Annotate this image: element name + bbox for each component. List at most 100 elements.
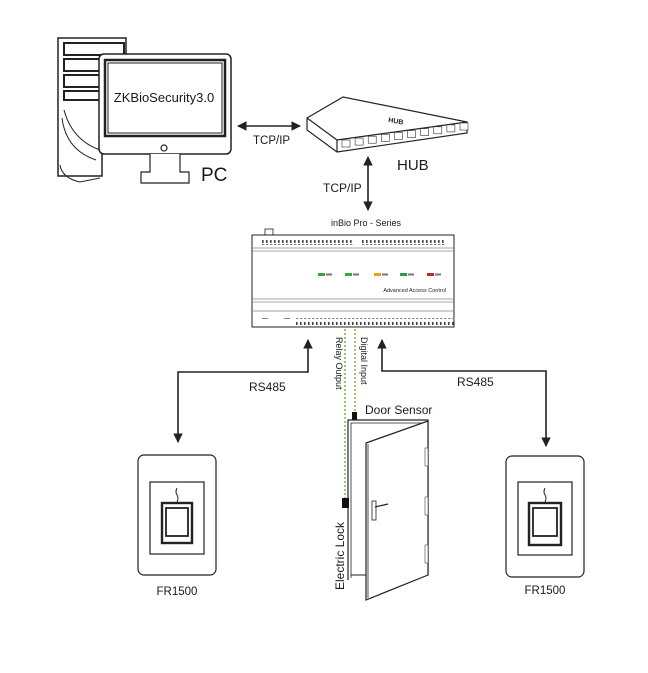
terminal-pin: [328, 322, 330, 325]
terminal-label-mark: [410, 244, 413, 245]
terminal-label-mark: [338, 244, 341, 245]
terminal-label-mark: [408, 318, 411, 319]
hub-port-icon: [394, 132, 403, 140]
digital-input-label: Digital Input: [359, 337, 369, 385]
terminal-label-mark: [440, 318, 443, 319]
terminal-label-mark: [412, 318, 415, 319]
terminal-label-mark: [406, 244, 409, 245]
electric-lock-label: Electric Lock: [333, 521, 347, 590]
led-4-icon: [400, 273, 407, 276]
terminal-label-mark: [312, 318, 315, 319]
hub-port-icon: [446, 124, 456, 133]
terminal-label-mark: [282, 244, 285, 245]
terminal-label-mark: [416, 318, 419, 319]
terminal-pin: [312, 322, 314, 325]
reader-left: FR1500: [137, 454, 217, 598]
terminal-pin: [356, 322, 358, 325]
terminal-pin: [422, 240, 424, 243]
terminal-label-mark: [404, 318, 407, 319]
terminal-pin: [362, 240, 364, 243]
terminal-pin: [420, 322, 422, 325]
terminal-label-mark: [294, 244, 297, 245]
terminal-pin: [370, 240, 372, 243]
led-4-caption: [408, 273, 414, 276]
terminal-pin: [442, 240, 444, 243]
terminal-pin: [350, 240, 352, 243]
terminal-label-mark: [378, 244, 381, 245]
terminal-pin: [326, 240, 328, 243]
terminal-pin: [290, 240, 292, 243]
terminal-label-mark: [362, 244, 365, 245]
terminal-label-mark: [340, 318, 343, 319]
terminal-label-mark: [304, 318, 307, 319]
terminal-label-mark: [448, 318, 451, 319]
led-1-caption: [326, 273, 332, 276]
terminal-pin: [374, 240, 376, 243]
terminal-label-mark: [414, 244, 417, 245]
terminal-label-mark: [420, 318, 423, 319]
electric-lock-icon: [342, 498, 349, 508]
terminal-label-mark: [452, 318, 455, 319]
door-handle-icon: [371, 500, 389, 521]
terminal-label-mark: [322, 244, 325, 245]
led-3-icon: [374, 273, 381, 276]
terminal-pin: [314, 240, 316, 243]
terminal-pin: [432, 322, 434, 325]
right-rs485-connection: [377, 339, 551, 447]
terminal-label-mark: [390, 244, 393, 245]
terminal-pin: [294, 240, 296, 243]
relay-output-label: Relay Output: [334, 337, 344, 390]
terminal-label-mark: [316, 318, 319, 319]
terminal-pin: [394, 240, 396, 243]
terminal-pin: [408, 322, 410, 325]
led-1-icon: [318, 273, 325, 276]
terminal-label-mark: [442, 244, 445, 245]
terminal-label-mark: [386, 244, 389, 245]
terminal-pin: [360, 322, 362, 325]
terminal-label-mark: [314, 244, 317, 245]
terminal-label-mark: [328, 318, 331, 319]
terminal-pin: [332, 322, 334, 325]
terminal-pin: [418, 240, 420, 243]
terminal-pin: [334, 240, 336, 243]
controller-device-icon: Advanced Access Control: [251, 228, 455, 328]
terminal-pin: [346, 240, 348, 243]
terminal-label-mark: [330, 244, 333, 245]
left-rs485-connection: [173, 339, 313, 443]
terminal-label-mark: [298, 244, 301, 245]
terminal-pin: [300, 322, 302, 325]
terminal-label-mark: [334, 244, 337, 245]
fingerprint-reader-icon: [137, 454, 217, 576]
terminal-label-mark: [278, 244, 281, 245]
terminal-label-mark: [290, 244, 293, 245]
terminal-pin: [402, 240, 404, 243]
terminal-label-mark: [302, 244, 305, 245]
terminal-label-mark: [352, 318, 355, 319]
terminal-pin: [304, 322, 306, 325]
terminal-pin: [322, 240, 324, 243]
terminal-label-mark: [262, 318, 268, 319]
terminal-pin: [428, 322, 430, 325]
terminal-label-mark: [374, 244, 377, 245]
terminal-pin: [352, 322, 354, 325]
terminal-pin: [438, 240, 440, 243]
terminal-pin: [336, 322, 338, 325]
reader-left-label: FR1500: [157, 586, 198, 598]
terminal-pin: [324, 322, 326, 325]
terminal-label-mark: [342, 244, 345, 245]
terminal-label-mark: [434, 244, 437, 245]
terminal-pin: [400, 322, 402, 325]
terminal-label-mark: [428, 318, 431, 319]
terminal-label-mark: [436, 318, 439, 319]
terminal-pin: [316, 322, 318, 325]
terminal-pin: [412, 322, 414, 325]
terminal-pin: [262, 240, 264, 243]
terminal-label-mark: [332, 318, 335, 319]
terminal-label-mark: [370, 244, 373, 245]
terminal-pin: [440, 322, 442, 325]
fingerprint-reader-icon: [505, 455, 585, 578]
terminal-pin: [430, 240, 432, 243]
terminal-label-mark: [384, 318, 387, 319]
terminal-label-mark: [320, 318, 323, 319]
